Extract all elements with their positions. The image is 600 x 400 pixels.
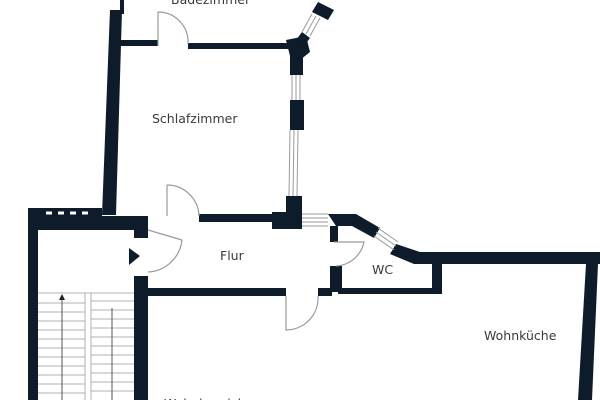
room-label-schlafzimmer: Schlafzimmer xyxy=(152,111,238,126)
room-label-flur: Flur xyxy=(220,248,245,263)
stairs-up-arrow-icon xyxy=(59,294,65,300)
windows xyxy=(46,13,399,251)
walls xyxy=(28,0,600,400)
room-label-badezimmer: Badezimmer xyxy=(171,0,251,7)
doors xyxy=(147,11,365,331)
room-label-wohnkueche: Wohnküche xyxy=(484,328,557,343)
room-label-wohnbereich: Wohnbereich xyxy=(164,396,246,400)
stairs xyxy=(38,292,134,400)
entrance-arrow-icon xyxy=(129,248,140,265)
room-label-wc: WC xyxy=(372,262,393,277)
